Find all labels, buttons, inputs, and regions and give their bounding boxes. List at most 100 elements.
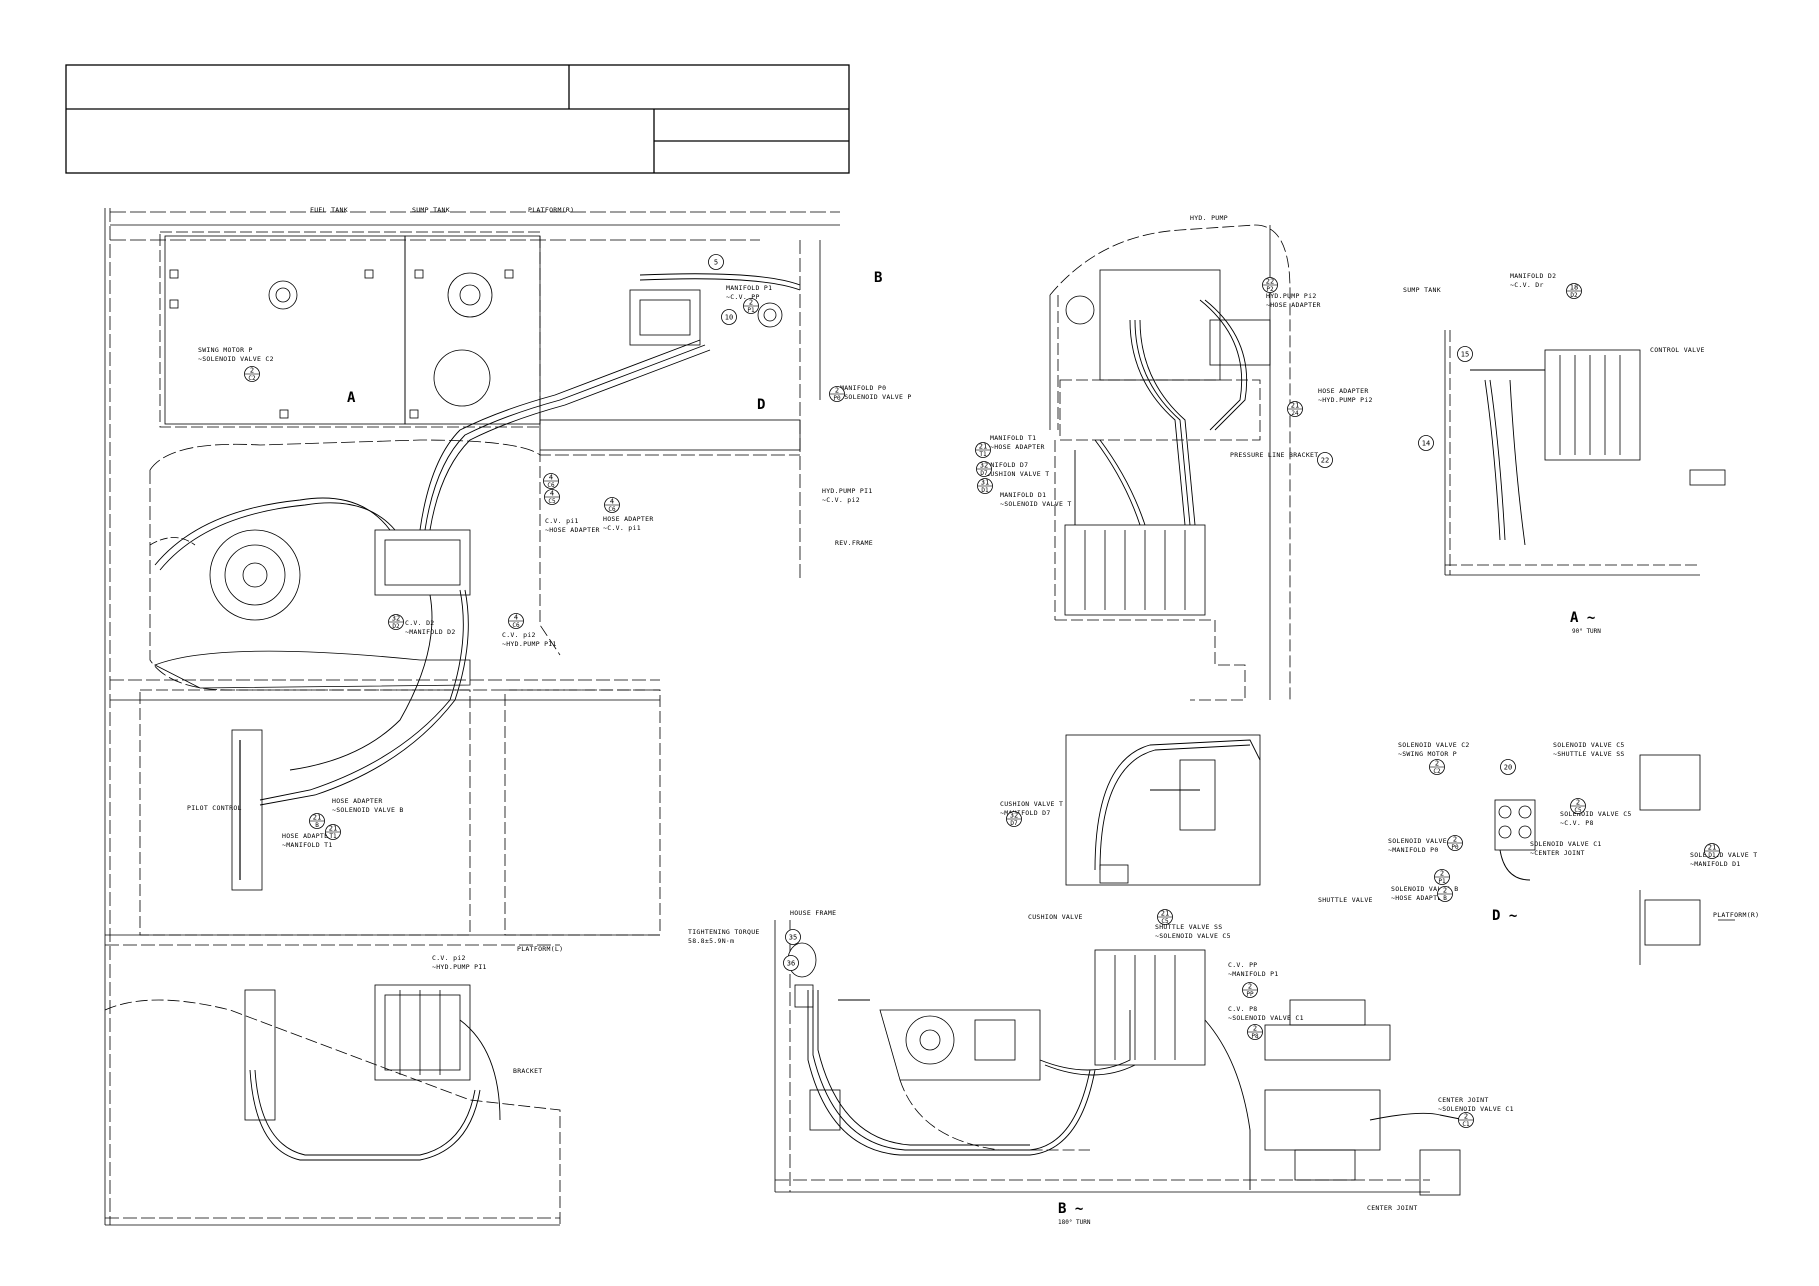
balloon-suffix: D1 — [1708, 852, 1716, 859]
callout-balloon: 2P0 — [1447, 835, 1463, 851]
label-cv-pi1-ha: ~HOSE ADAPTER — [545, 526, 600, 534]
label-cv-pp-m: ~MANIFOLD P1 — [1228, 970, 1279, 978]
callout-balloon: 4C6 — [508, 613, 524, 629]
balloon-suffix: 24 — [1291, 410, 1299, 417]
callout-balloon: 2C2 — [1429, 759, 1445, 775]
balloon-suffix: C5 — [1161, 918, 1169, 925]
hyd-pump-detail — [1049, 224, 1291, 701]
view-a-detail — [1444, 330, 1726, 576]
label-manifold-d2: MANIFOLD D2 — [1510, 272, 1556, 280]
balloon-number: 36 — [787, 960, 795, 968]
label-shuttle-valve-ss: SHUTTLE VALVE SS — [1155, 923, 1222, 931]
view-caption-a: A ~ — [1570, 610, 1595, 626]
label-manifold-p0-sv: ~SOLENOID VALVE P — [840, 393, 912, 401]
callout-balloon: 2PP — [1242, 982, 1258, 998]
callout-balloon: 36 — [783, 955, 799, 971]
balloon-number: 32 — [980, 462, 988, 470]
label-sv-c5-sh: ~SHUTTLE VALVE SS — [1553, 750, 1625, 758]
view-b-piping — [807, 990, 1466, 1190]
balloon-number: 31 — [981, 479, 989, 487]
label-cv-pi1: C.V. pi1 — [545, 517, 579, 525]
balloon-number: 2 — [1440, 870, 1444, 878]
balloon-suffix: P0 — [1451, 844, 1459, 851]
callout-balloon: 2P0 — [829, 386, 845, 402]
label-center-joint-sv2: ~SOLENOID VALVE C1 — [1438, 1105, 1514, 1113]
label-manifold-p1: MANIFOLD P1 — [726, 284, 772, 292]
callout-balloon: 2P1 — [1434, 869, 1450, 885]
label-cv-p8: C.V. P8 — [1228, 1005, 1258, 1013]
balloon-suffix: D1 — [981, 487, 989, 494]
label-hose-adapter-pi2-h: ~HYD.PUMP Pi2 — [1318, 396, 1373, 404]
label-manifold-d1-sv: ~SOLENOID VALVE T — [1000, 500, 1072, 508]
label-manifold-t1-ha: ~HOSE ADAPTER — [990, 443, 1045, 451]
callout-balloon: 35 — [785, 929, 801, 945]
balloon-suffix: T1 — [329, 833, 337, 840]
balloon-number: 21 — [1708, 844, 1716, 852]
label-shuttle-valve-ss-sv: ~SOLENOID VALVE C5 — [1155, 932, 1231, 940]
balloon-number: 2 — [1453, 836, 1457, 844]
balloon-suffix: P1 — [1438, 878, 1446, 885]
label-manifold-d7-cv: ~CUSHION VALVE T — [982, 470, 1049, 478]
label-hyd-pump: HYD. PUMP — [1190, 214, 1228, 222]
callout-balloon: 2B — [1437, 886, 1453, 902]
balloon-number: 32 — [1010, 812, 1018, 820]
label-cv-d2-m: ~MANIFOLD D2 — [405, 628, 456, 636]
callout-balloon: 2C2 — [244, 366, 260, 382]
label-manifold-d1: MANIFOLD D1 — [1000, 491, 1046, 499]
label-manifold-d7: MANIFOLD D7 — [982, 461, 1028, 469]
balloon-number: 18 — [1570, 284, 1578, 292]
balloon-suffix: D2 — [392, 623, 400, 630]
label-pressure-line-bracket: PRESSURE LINE BRACKET — [1230, 451, 1318, 459]
label-cushion-valve-t: CUSHION VALVE T — [1000, 800, 1063, 808]
label-hose-adapter-t1b: ~MANIFOLD T1 — [282, 841, 333, 849]
label-cv-pi2-h: ~HYD.PUMP PI1 — [502, 640, 557, 648]
balloon-suffix: C6 — [608, 506, 616, 513]
label-hose-adapter-t1: HOSE ADAPTER — [282, 832, 333, 840]
label-platform-r2: PLATFORM(R) — [1713, 911, 1759, 919]
balloon-suffix: D2 — [1570, 292, 1578, 299]
cushion-valve-detail — [1065, 734, 1261, 886]
label-sump-tank: SUMP TANK — [412, 206, 450, 214]
label-shuttle-valve: SHUTTLE VALVE — [1318, 896, 1373, 904]
balloon-suffix: B — [315, 822, 319, 829]
label-sv-b-ha: ~HOSE ADAPTER — [1391, 894, 1446, 902]
balloon-suffix: PP — [1246, 991, 1254, 998]
label-cv-d2: C.V. D2 — [405, 619, 435, 627]
label-hose-adapter-sv2: ~SOLENOID VALVE B — [332, 806, 404, 814]
balloon-suffix: C1 — [1462, 1121, 1470, 1128]
callout-balloon: 20 — [1500, 759, 1516, 775]
view-marker-a: A — [347, 390, 356, 406]
label-cv-pi2-b: C.V. pi2 — [432, 954, 466, 962]
balloon-suffix: P2 — [1266, 286, 1274, 293]
label-manifold-p0: MANIFOLD P0 — [840, 384, 886, 392]
view-b-detail — [774, 920, 1461, 1196]
balloon-number: 2 — [250, 367, 254, 375]
label-manifold-d2-cv: ~C.V. Dr — [1510, 281, 1544, 289]
callout-balloon: 4C5 — [544, 489, 560, 505]
callout-balloon: 10 — [721, 309, 737, 325]
balloon-number: 4 — [610, 498, 614, 506]
hyd-pump-piping — [1074, 299, 1248, 526]
label-tightening-torque: TIGHTENING TORQUE — [688, 928, 760, 936]
balloon-suffix: P8 — [1251, 1033, 1259, 1040]
main-piping — [154, 273, 801, 1161]
label-manifold-t1: MANIFOLD T1 — [990, 434, 1036, 442]
label-hose-adapter-pi2: HOSE ADAPTER — [1318, 387, 1369, 395]
balloon-number: 2 — [1576, 799, 1580, 807]
label-hose-adapter-cv: HOSE ADAPTER — [603, 515, 654, 523]
balloon-suffix: C2 — [248, 375, 256, 382]
label-fuel-tank: FUEL TANK — [310, 206, 348, 214]
label-house-frame: HOUSE FRAME — [790, 909, 836, 917]
balloon-suffix: D7 — [1010, 820, 1018, 827]
callout-balloon: 22 — [1317, 452, 1333, 468]
view-sub-a: 90° TURN — [1572, 628, 1601, 635]
